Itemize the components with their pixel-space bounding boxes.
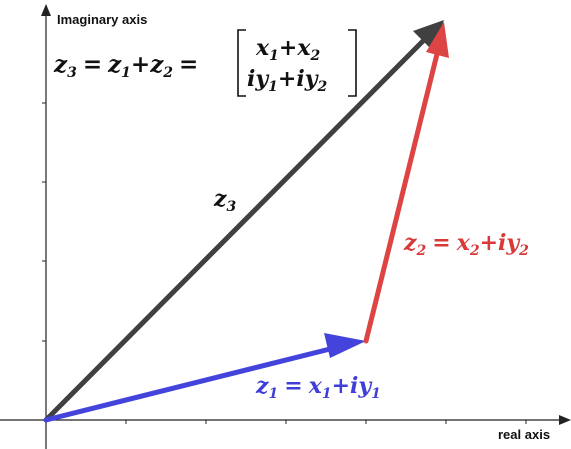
label-z1: z1=x1+iy1 <box>255 373 381 402</box>
label-z2: z2=x2+iy2 <box>403 230 529 259</box>
left-bracket <box>237 29 246 97</box>
vector-z1 <box>43 333 366 423</box>
matrix-row-1: x1+x2 <box>255 35 320 64</box>
imaginary-axis <box>41 4 51 449</box>
real-axis-label: real axis <box>498 427 550 442</box>
real-axis <box>0 415 571 425</box>
y-axis-ticks <box>42 102 46 342</box>
label-z3: z3 <box>213 186 237 215</box>
vector-z2 <box>363 22 449 344</box>
sum-formula: z3=z1+z2= x1+x2 iy1+iy2 <box>53 29 357 97</box>
imaginary-axis-label: Imaginary axis <box>57 12 147 27</box>
x-axis-ticks <box>125 420 527 424</box>
vector-z3 <box>43 20 444 423</box>
matrix-row-2: iy1+iy2 <box>247 66 328 95</box>
formula-lhs: z3=z1+z2= <box>53 51 198 81</box>
right-bracket <box>348 29 357 97</box>
